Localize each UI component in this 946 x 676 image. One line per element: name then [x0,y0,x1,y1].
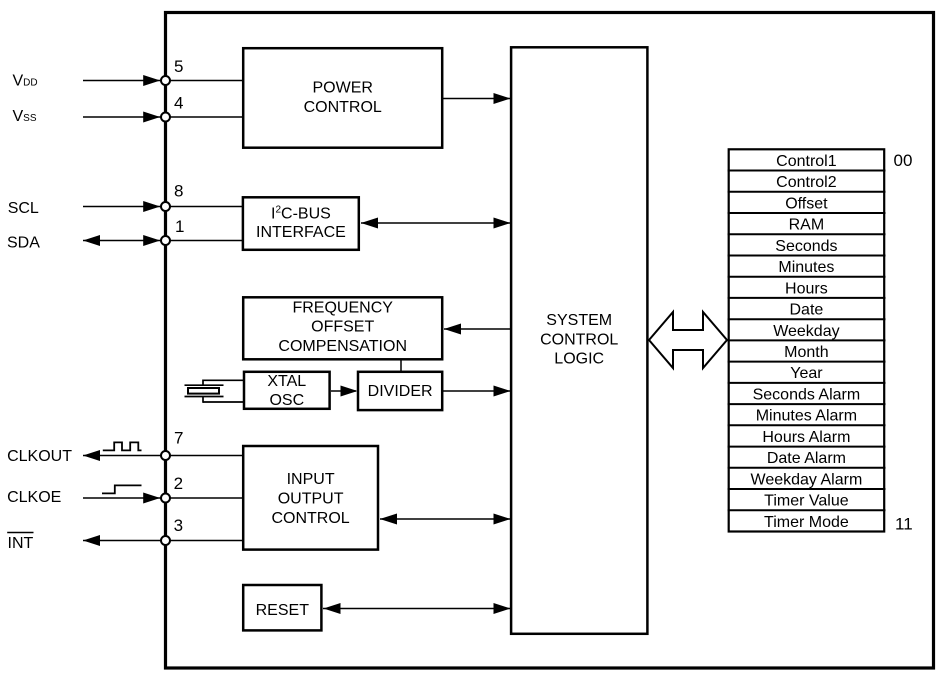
svg-text:Hours Alarm: Hours Alarm [762,429,850,446]
svg-text:CONTROL: CONTROL [271,510,349,527]
svg-text:Control1: Control1 [776,153,837,170]
svg-text:Timer Value: Timer Value [764,493,849,510]
svg-text:00: 00 [894,151,913,170]
svg-text:Seconds Alarm: Seconds Alarm [753,387,861,404]
svg-text:Weekday: Weekday [773,323,839,340]
svg-text:CLKOUT: CLKOUT [7,448,72,465]
svg-text:Seconds: Seconds [775,238,837,255]
svg-text:Year: Year [790,365,823,382]
svg-text:Offset: Offset [785,195,828,212]
svg-text:INPUT: INPUT [287,471,335,488]
svg-text:SDA: SDA [7,234,40,251]
svg-text:Date: Date [790,302,824,319]
svg-text:Month: Month [784,344,828,361]
svg-text:Hours: Hours [785,280,828,297]
svg-text:5: 5 [174,57,183,76]
svg-text:XTAL: XTAL [267,373,306,390]
svg-text:POWER: POWER [312,80,372,97]
svg-text:7: 7 [174,429,183,448]
svg-text:Timer Mode: Timer Mode [764,514,849,531]
svg-text:LOGIC: LOGIC [554,351,604,368]
svg-text:VDD: VDD [13,73,38,90]
svg-text:I2C-BUS: I2C-BUS [271,205,331,223]
svg-text:VSS: VSS [13,108,37,125]
svg-text:SCL: SCL [8,200,39,217]
svg-text:RESET: RESET [256,602,310,619]
svg-text:CLKOE: CLKOE [7,489,61,506]
svg-text:OSC: OSC [269,392,304,409]
svg-text:OFFSET: OFFSET [311,319,374,336]
svg-text:INTERFACE: INTERFACE [256,224,346,241]
svg-text:FREQUENCY: FREQUENCY [292,300,393,317]
svg-text:COMPENSATION: COMPENSATION [278,338,407,355]
svg-text:Date Alarm: Date Alarm [767,450,846,467]
svg-text:CONTROL: CONTROL [304,99,382,116]
svg-text:Minutes: Minutes [778,259,834,276]
svg-text:4: 4 [174,93,183,112]
svg-text:INT: INT [8,535,34,552]
svg-text:8: 8 [174,182,183,201]
svg-text:Minutes Alarm: Minutes Alarm [756,408,857,425]
svg-text:DIVIDER: DIVIDER [368,383,433,400]
svg-text:3: 3 [174,516,183,535]
svg-text:OUTPUT: OUTPUT [278,491,344,508]
svg-text:2: 2 [174,474,183,493]
svg-text:11: 11 [895,515,913,534]
svg-text:RAM: RAM [789,217,825,234]
svg-text:Control2: Control2 [776,174,837,191]
svg-text:1: 1 [175,217,184,236]
svg-text:Weekday Alarm: Weekday Alarm [751,471,863,488]
svg-text:CONTROL: CONTROL [540,331,618,348]
svg-text:SYSTEM: SYSTEM [546,312,612,329]
